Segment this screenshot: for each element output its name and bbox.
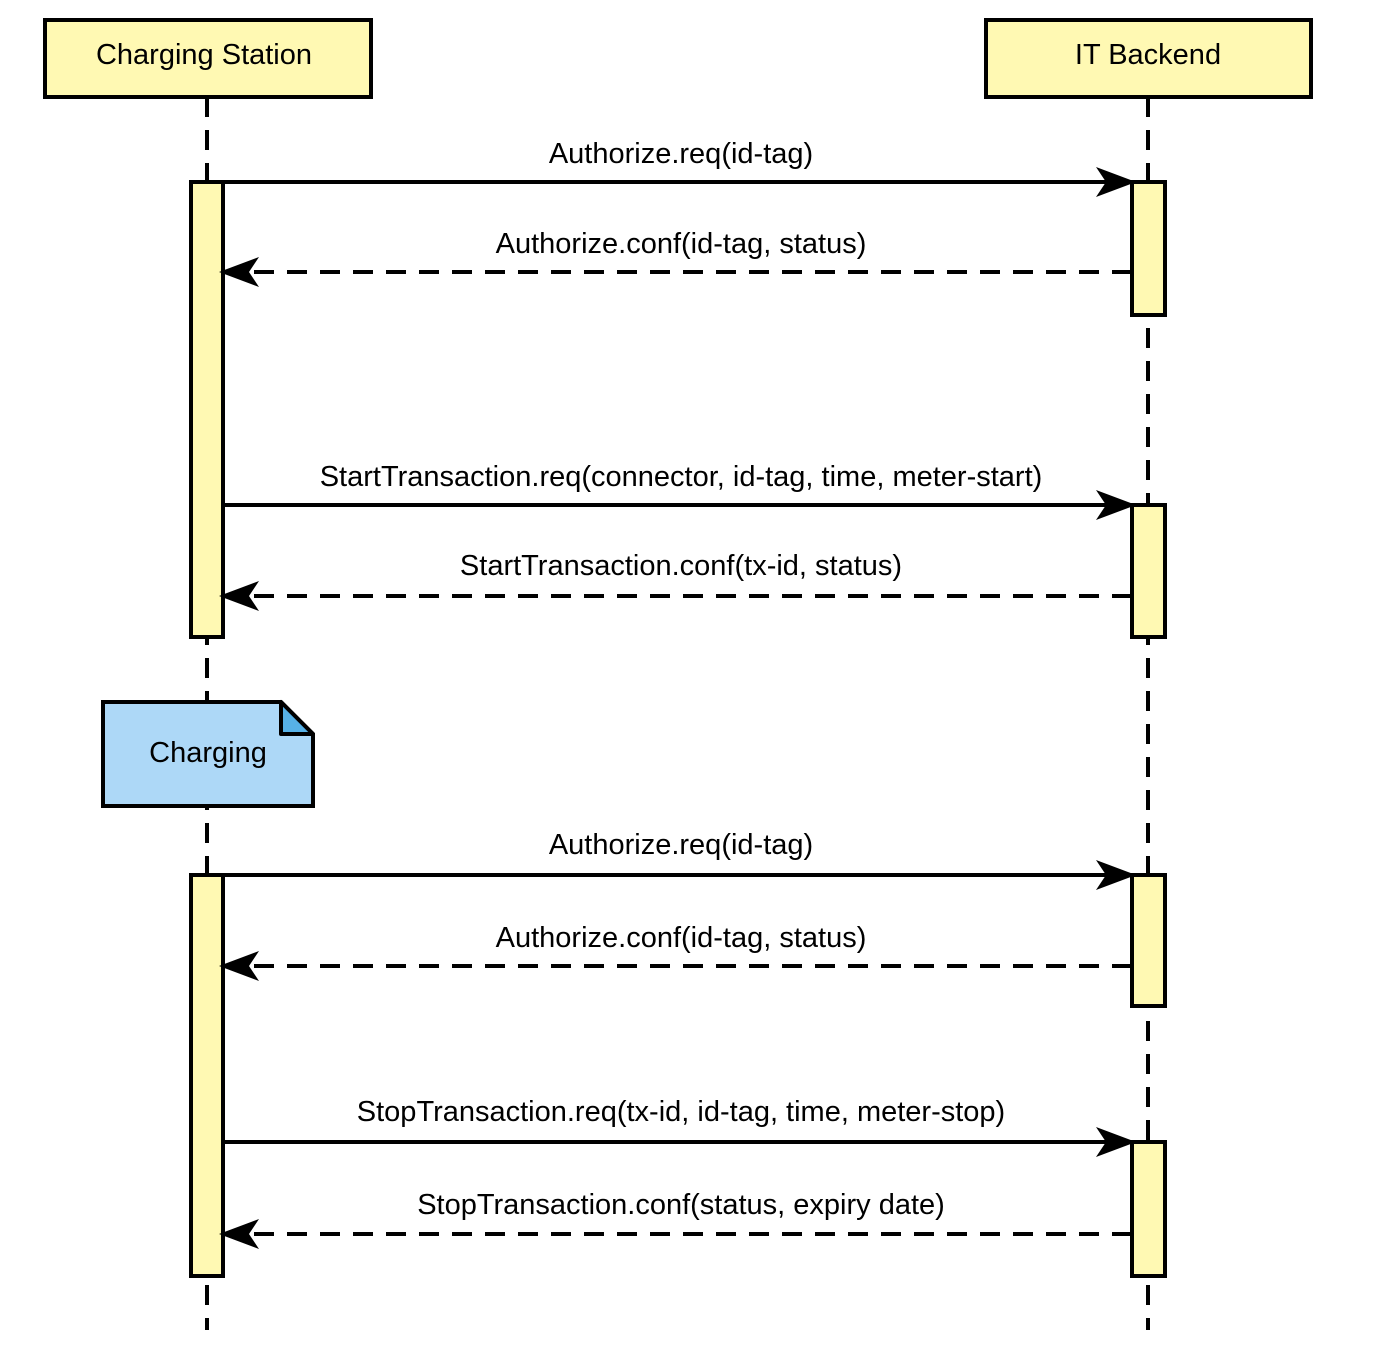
message-authorize-req: Authorize.req(id-tag) bbox=[223, 829, 1136, 890]
message-authorize-conf: Authorize.conf(id-tag, status) bbox=[219, 922, 1132, 981]
activation-bar-backend bbox=[1130, 180, 1167, 317]
message-authorize-conf: Authorize.conf(id-tag, status) bbox=[219, 228, 1132, 287]
participant-charging-station: Charging Station bbox=[43, 18, 373, 99]
message-label: StartTransaction.conf(tx-id, status) bbox=[460, 550, 902, 582]
activation-bar-backend bbox=[1130, 1140, 1167, 1278]
message-label: Authorize.req(id-tag) bbox=[549, 829, 813, 861]
participant-label: Charging Station bbox=[96, 39, 312, 71]
message-stop-transaction-req: StopTransaction.req(tx-id, id-tag, time,… bbox=[223, 1096, 1136, 1157]
participant-it-backend: IT Backend bbox=[984, 18, 1313, 99]
note-charging: Charging bbox=[101, 700, 315, 808]
message-label: StopTransaction.req(tx-id, id-tag, time,… bbox=[357, 1096, 1005, 1128]
message-start-transaction-conf: StartTransaction.conf(tx-id, status) bbox=[219, 550, 1132, 611]
message-label: Authorize.conf(id-tag, status) bbox=[496, 922, 867, 954]
activation-bar-backend bbox=[1130, 873, 1167, 1008]
message-label: StartTransaction.req(connector, id-tag, … bbox=[320, 461, 1043, 493]
message-stop-transaction-conf: StopTransaction.conf(status, expiry date… bbox=[219, 1189, 1132, 1249]
activation-bar-station bbox=[189, 873, 225, 1278]
message-authorize-req: Authorize.req(id-tag) bbox=[223, 138, 1136, 197]
message-label: StopTransaction.conf(status, expiry date… bbox=[417, 1189, 945, 1221]
note-folded-corner bbox=[279, 700, 315, 736]
message-label: Authorize.req(id-tag) bbox=[549, 138, 813, 170]
activation-bar-station bbox=[189, 180, 225, 639]
activation-bar-backend bbox=[1130, 503, 1167, 639]
message-start-transaction-req: StartTransaction.req(connector, id-tag, … bbox=[223, 461, 1136, 520]
participant-label: IT Backend bbox=[1075, 39, 1221, 71]
message-label: Authorize.conf(id-tag, status) bbox=[496, 228, 867, 260]
note-label: Charging bbox=[149, 737, 267, 769]
